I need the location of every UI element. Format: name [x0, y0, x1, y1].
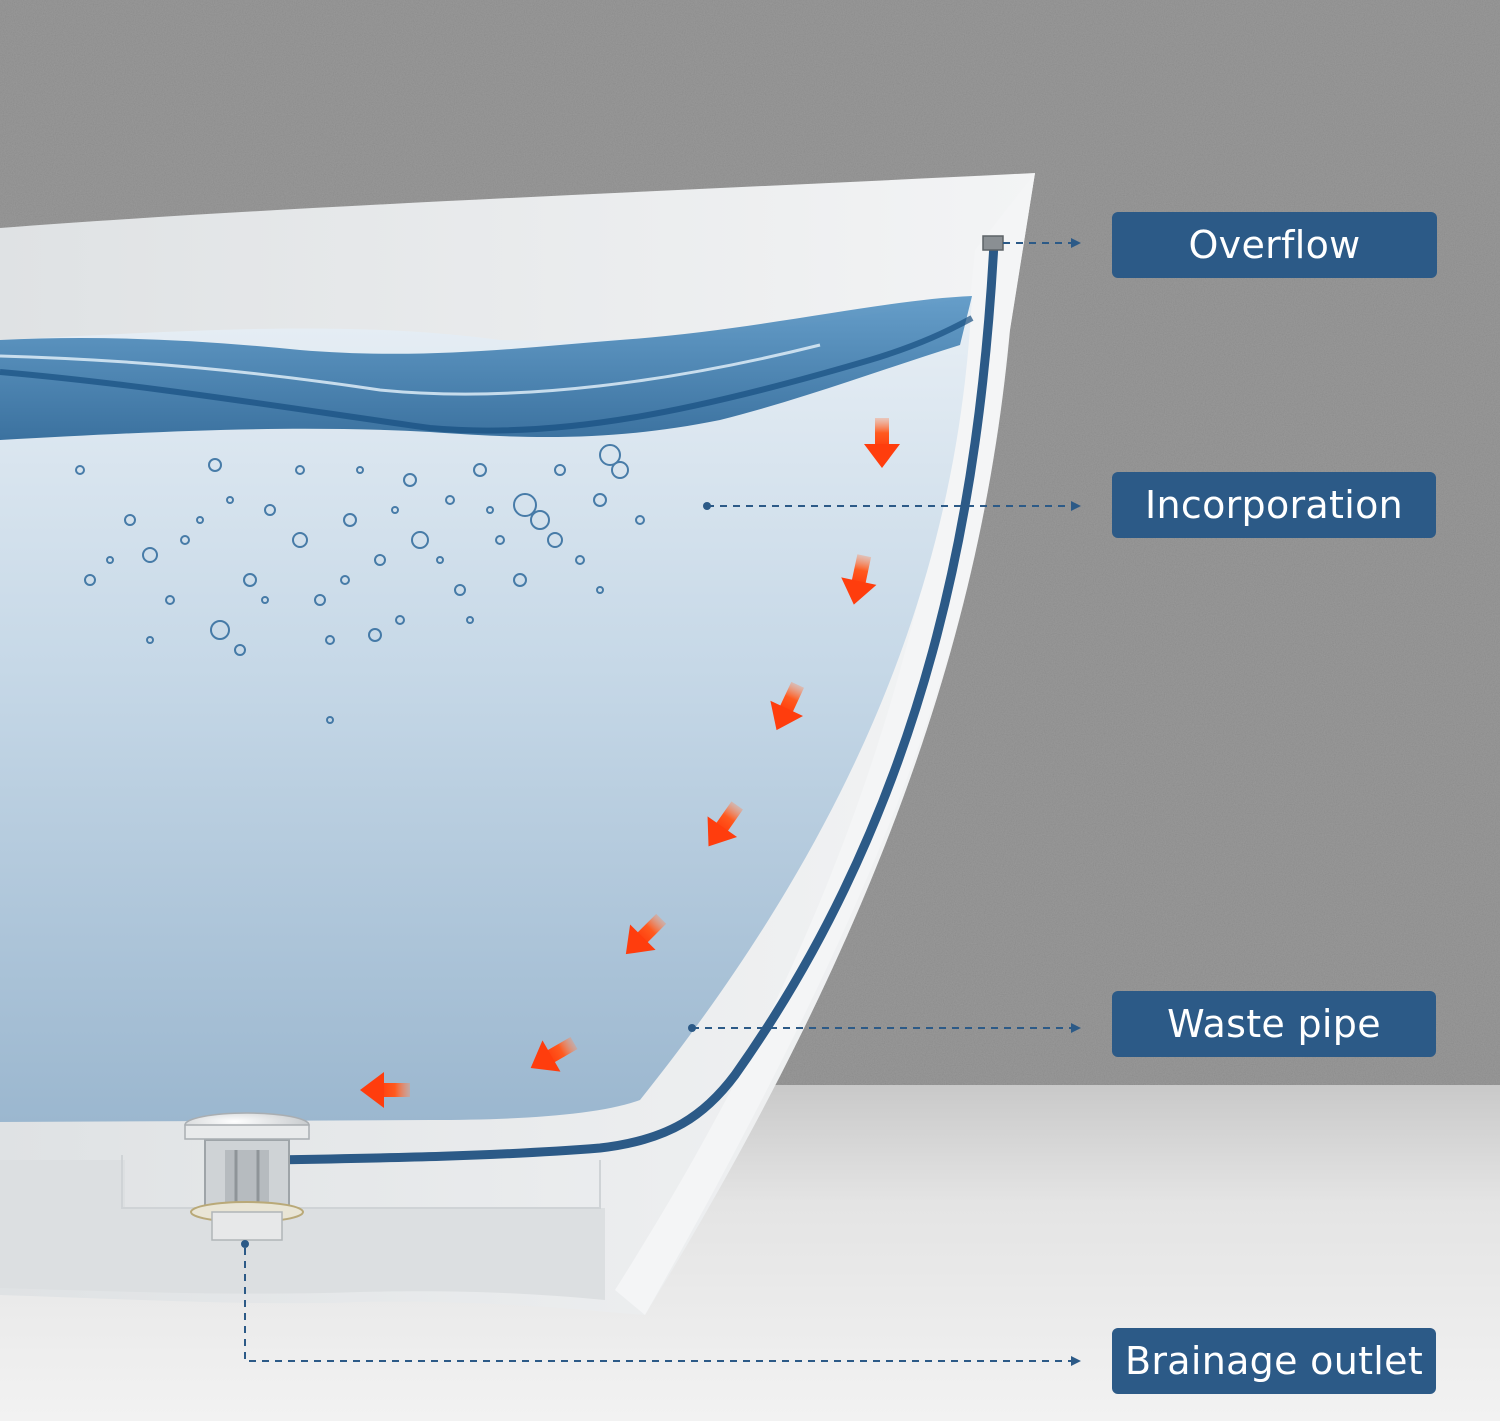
bubble — [124, 514, 136, 526]
bubble — [146, 636, 154, 644]
bubble — [264, 504, 276, 516]
bubble — [436, 556, 444, 564]
bubble — [325, 635, 335, 645]
pop-up-drain-icon — [184, 1112, 310, 1241]
incorporation-dot — [703, 502, 711, 510]
water-body — [0, 296, 972, 1122]
bubble — [599, 444, 621, 466]
bubble — [314, 594, 326, 606]
bubble — [196, 516, 204, 524]
waste-pipe-dot — [688, 1024, 696, 1032]
bubble — [575, 555, 585, 565]
bubble — [261, 596, 269, 604]
bubble — [106, 556, 114, 564]
bubble — [611, 461, 629, 479]
flow-arrows — [360, 418, 900, 1108]
bubble — [596, 586, 604, 594]
bubble — [593, 493, 607, 507]
surface-line — [0, 315, 974, 434]
bubble — [295, 465, 305, 475]
orange-down-arrow — [707, 801, 743, 847]
bubble — [243, 573, 257, 587]
bubble — [356, 466, 364, 474]
bubble — [513, 573, 527, 587]
bubble — [486, 506, 494, 514]
bubble — [495, 535, 505, 545]
incorporation-callout: Incorporation — [1112, 472, 1436, 538]
waste-pipe-callout: Waste pipe — [1112, 991, 1436, 1057]
tub-base — [0, 1160, 605, 1300]
bubble — [165, 595, 175, 605]
brainage-outlet-dot — [241, 1240, 249, 1248]
brainage-outlet-callout: Brainage outlet — [1112, 1328, 1436, 1394]
bubble — [208, 458, 222, 472]
bubbles — [75, 444, 645, 724]
orange-down-arrow — [360, 1072, 410, 1108]
bubble — [343, 513, 357, 527]
bubble — [326, 716, 334, 724]
surface-highlight — [0, 343, 821, 396]
bubble — [180, 535, 190, 545]
bubble — [84, 574, 96, 586]
orange-down-arrow — [625, 913, 667, 955]
bubble — [403, 473, 417, 487]
overflow-port — [982, 235, 1004, 251]
bubble — [391, 506, 399, 514]
bubble — [226, 496, 234, 504]
bubble — [445, 495, 455, 505]
bubble — [395, 615, 405, 625]
bubble — [466, 616, 474, 624]
orange-down-arrow — [530, 1036, 578, 1072]
orange-down-arrow — [841, 554, 877, 605]
bubble — [210, 620, 230, 640]
bubble — [473, 463, 487, 477]
waste-pipe — [265, 238, 999, 1165]
bubble — [368, 628, 382, 642]
bubble — [554, 464, 566, 476]
bubble — [142, 547, 158, 563]
brainage-outlet-leader — [244, 1248, 1081, 1366]
overflow-callout: Overflow — [1112, 212, 1437, 278]
bubble — [340, 575, 350, 585]
bubble — [530, 510, 550, 530]
bubble — [411, 531, 429, 549]
bubble — [547, 532, 563, 548]
orange-down-arrow — [864, 418, 900, 468]
bubble — [292, 532, 308, 548]
bubble — [234, 644, 246, 656]
orange-down-arrow — [770, 681, 805, 731]
base-edge — [121, 1155, 601, 1209]
callout-leaders — [244, 238, 1081, 1366]
bubble — [374, 554, 386, 566]
bubble — [513, 493, 537, 517]
bubble — [75, 465, 85, 475]
bubble — [635, 515, 645, 525]
bubble — [454, 584, 466, 596]
